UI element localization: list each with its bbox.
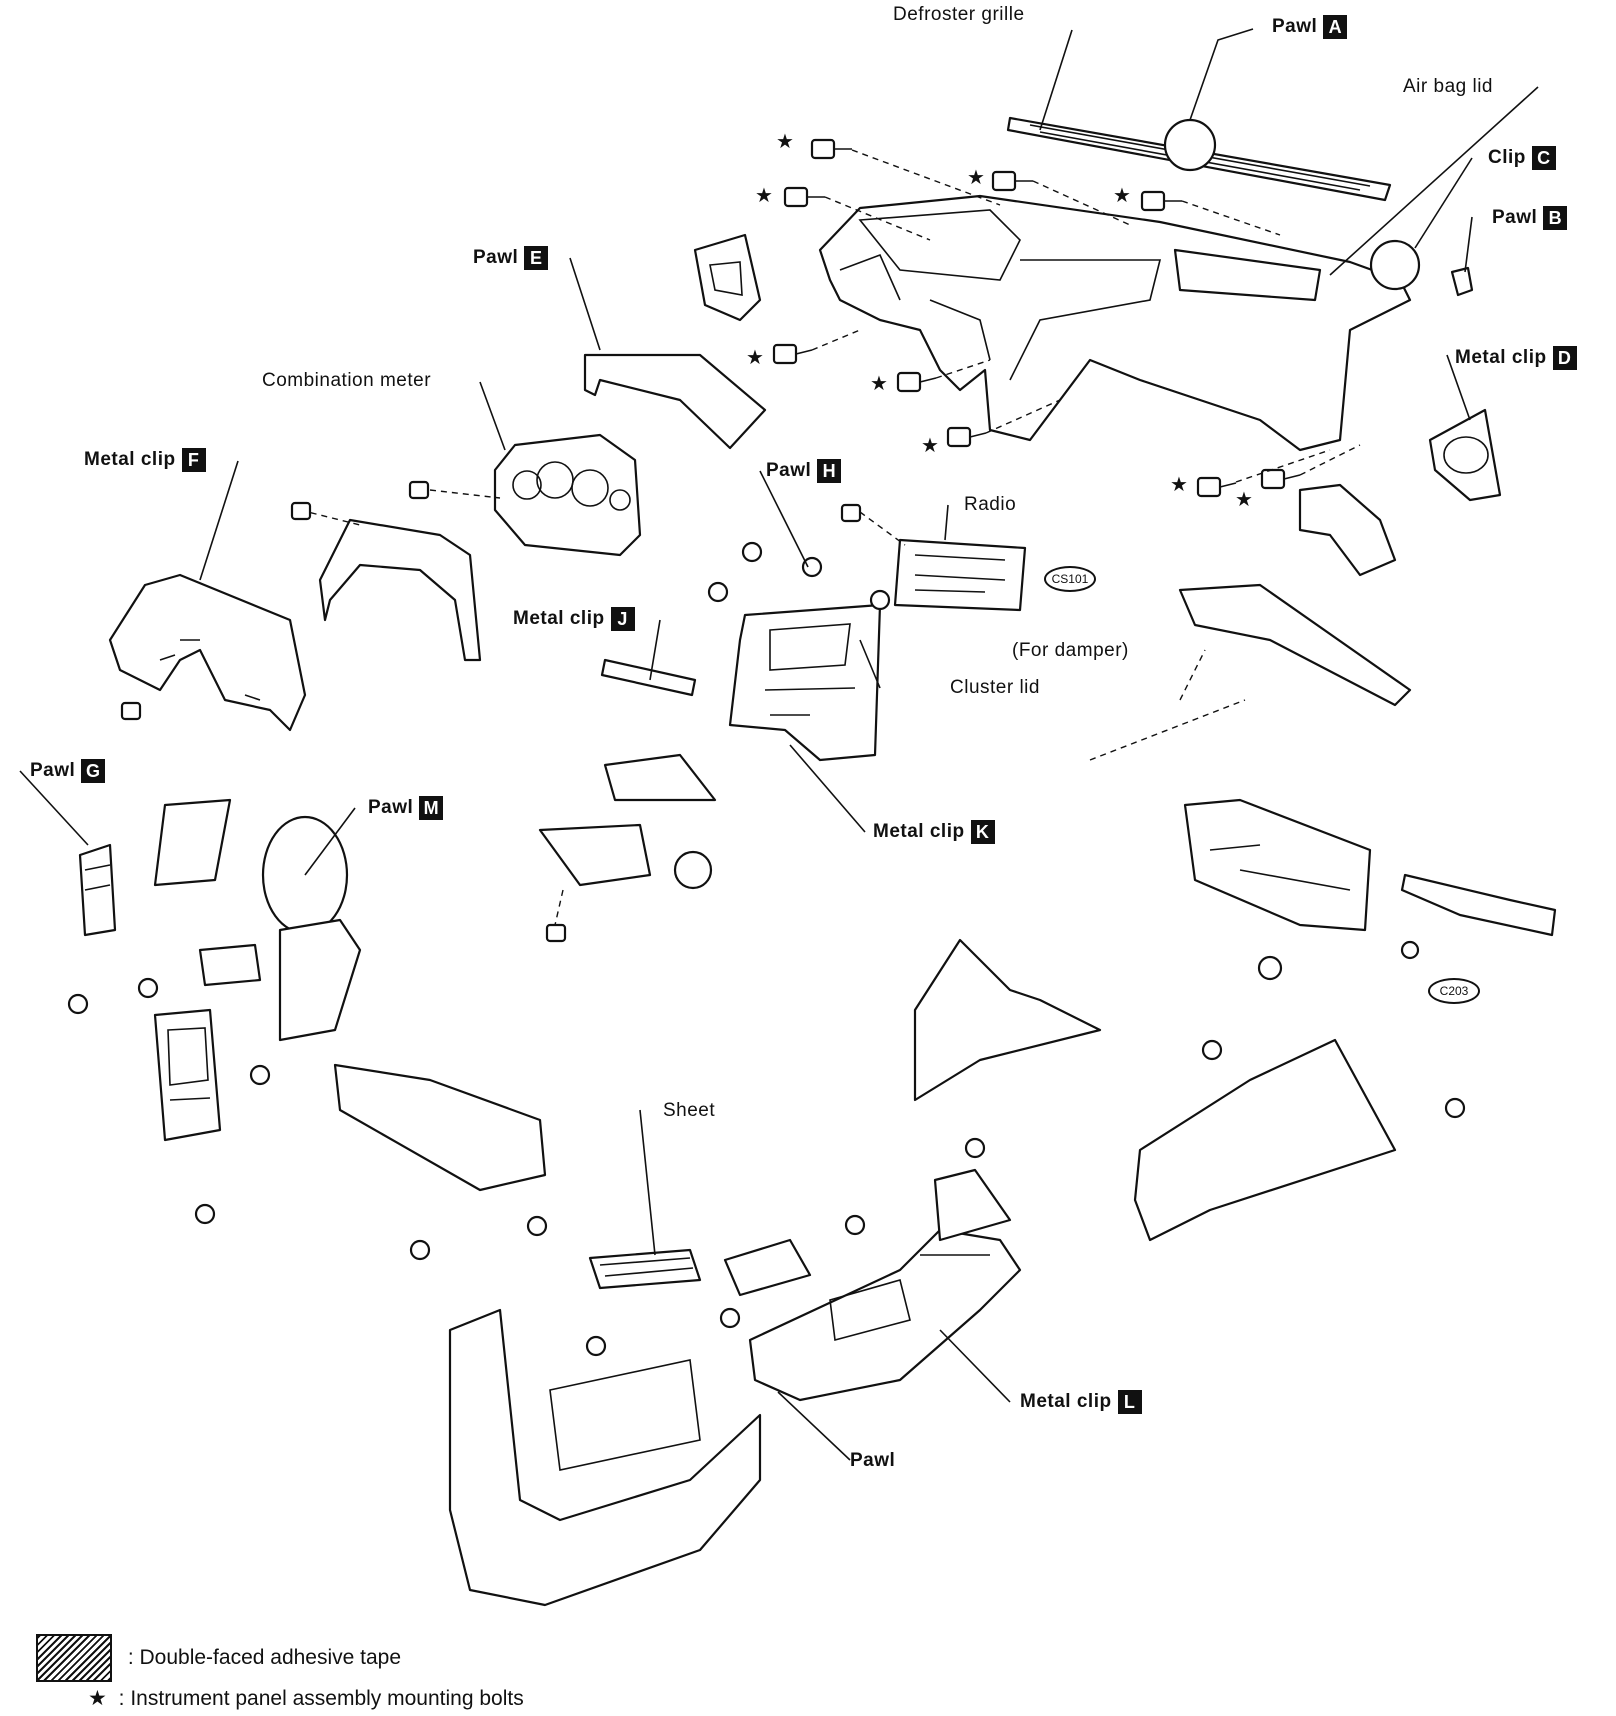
badge-f: F [181, 447, 206, 472]
glove-box [1183, 798, 1372, 932]
bolt-star: ★ [746, 347, 764, 369]
label-combination-meter: Combination meter [262, 370, 432, 391]
badge-a: A [1323, 14, 1348, 39]
lower-right-trim [1298, 483, 1397, 577]
side-vent-right [1428, 408, 1502, 502]
badge-l: L [1117, 1389, 1142, 1414]
cluster-bracket [318, 518, 482, 662]
label-air-bag-lid: Air bag lid [1403, 76, 1493, 97]
radio-unit [893, 538, 1027, 612]
pawl-m-bracket [198, 815, 362, 1042]
center-console-top [748, 1228, 1022, 1402]
side-vent-left [693, 233, 762, 322]
badge-b: B [1543, 205, 1568, 230]
label-sheet: Sheet [663, 1100, 716, 1121]
right-side-panel [1133, 1038, 1397, 1242]
left-lower-switch-panel [153, 1008, 222, 1142]
bolt-star: ★ [755, 185, 773, 207]
meter-hood-frame [108, 573, 307, 732]
pawl-g-switch [78, 843, 117, 937]
leader-lines [19, 28, 1539, 1461]
legend-bolt-text: : Instrument panel assembly mounting bol… [118, 1687, 524, 1710]
badge-c: C [1531, 145, 1556, 170]
pawl-b-part [1450, 266, 1474, 297]
center-tunnel-panel [913, 938, 1102, 1102]
legend-tape-text: : Double-faced adhesive tape [127, 1645, 402, 1669]
bolt-star: ★ [776, 131, 794, 153]
bolt-star: ★ [1235, 489, 1253, 511]
ashtray [723, 1238, 812, 1297]
badge-h: H [817, 458, 842, 483]
floor-console [448, 1308, 762, 1607]
clip-c-callout-circle [1369, 239, 1421, 291]
lower-column-cover [538, 823, 652, 887]
knee-bracket [1178, 583, 1412, 707]
label-radio: Radio [964, 494, 1017, 515]
bolt-star: ★ [870, 373, 888, 395]
label-pawl: Pawl [850, 1450, 896, 1471]
badge-m: M [419, 795, 444, 820]
metal-clip-j-strip [600, 658, 697, 697]
badge-g: G [81, 758, 106, 783]
legend-adhesive-tape: : Double-faced adhesive tape [36, 1634, 401, 1682]
bolt-star: ★ [1170, 474, 1188, 496]
label-cluster-lid: Cluster lid [950, 677, 1040, 698]
connector-c203: C203 [1428, 978, 1480, 1004]
air-bag-lid-shape [1173, 248, 1322, 302]
right-trim-strip [1400, 873, 1557, 937]
key-ring [673, 850, 713, 890]
lower-panel-left [333, 1063, 547, 1192]
mounting-bolts [772, 138, 1301, 498]
cluster-lid [728, 603, 882, 762]
left-knee-trim [153, 798, 232, 887]
legend-mounting-bolts: ★ : Instrument panel assembly mounting b… [88, 1686, 524, 1711]
combination-meter [493, 433, 642, 557]
bolt-star: ★ [921, 435, 939, 457]
badge-d: D [1552, 345, 1577, 370]
upper-trim-pawl-e [583, 353, 767, 450]
legend-star-symbol: ★ [88, 1687, 107, 1710]
label-defroster-grille: Defroster grille [893, 4, 1025, 25]
badge-e: E [524, 245, 549, 270]
bolt-star: ★ [1113, 185, 1131, 207]
label-for-damper: (For damper) [1012, 640, 1129, 661]
bolt-star: ★ [967, 167, 985, 189]
small-screws [67, 940, 1466, 1357]
pawl-a-callout-circle [1163, 118, 1217, 172]
connector-cs101: CS101 [1044, 566, 1096, 592]
hatch-swatch [36, 1634, 112, 1682]
shift-boot [933, 1168, 1012, 1242]
badge-j: J [610, 606, 635, 631]
instrument-panel [818, 194, 1412, 452]
upper-column-cover [603, 753, 717, 802]
badge-k: K [970, 819, 995, 844]
bolt-dash-lines [811, 149, 1361, 483]
